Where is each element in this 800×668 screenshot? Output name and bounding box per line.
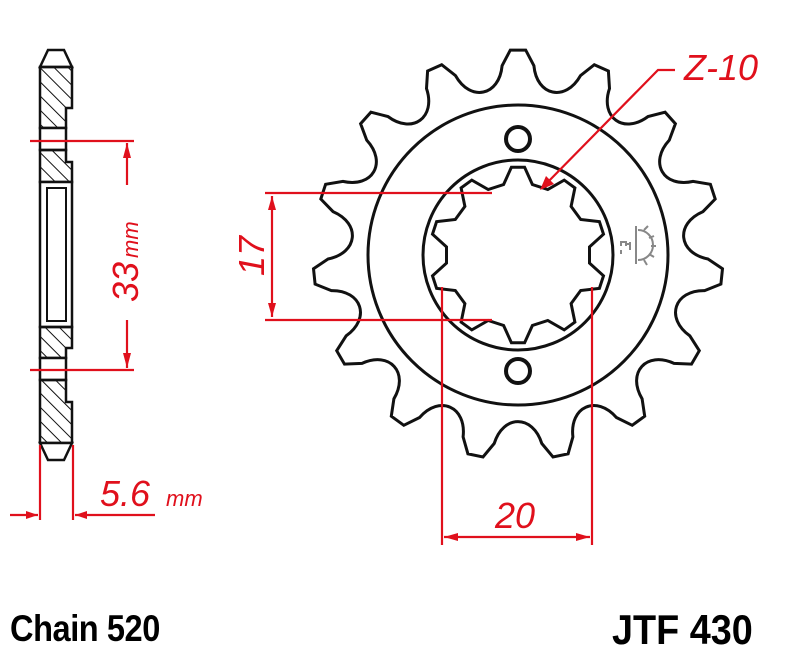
hub-outer-circle	[366, 103, 670, 407]
side-hub-bottom	[38, 378, 74, 445]
spline-callout-leader	[540, 68, 675, 190]
bolt-hole-bottom	[504, 357, 532, 385]
side-tooth-top	[38, 48, 74, 69]
bolt-spacing-unit: mm	[118, 221, 143, 258]
side-view: 33 mm 5.6 mm	[10, 48, 203, 520]
bolt-hole-top	[504, 125, 532, 153]
cleaning-symbol-icon	[620, 225, 656, 266]
hub-inner-circle	[421, 158, 615, 352]
spline-callout: Z-10	[683, 47, 758, 88]
thickness-value: 5.6	[100, 473, 151, 514]
thickness-unit: mm	[166, 486, 203, 511]
dimension-height	[265, 191, 492, 322]
spline-bore	[430, 165, 606, 345]
height-value: 17	[231, 234, 272, 276]
dimension-width	[440, 287, 594, 545]
front-view: 17 20 Z-10	[231, 47, 758, 545]
side-hub-top	[38, 65, 74, 130]
side-tooth-bottom	[38, 441, 74, 462]
chain-label: Chain 520	[10, 608, 160, 649]
bolt-spacing-value: 33	[105, 262, 146, 302]
width-value: 20	[494, 495, 535, 536]
part-number: JTF 430	[612, 606, 753, 653]
dimension-thickness	[10, 445, 155, 520]
dimension-bolt-spacing	[30, 139, 134, 372]
